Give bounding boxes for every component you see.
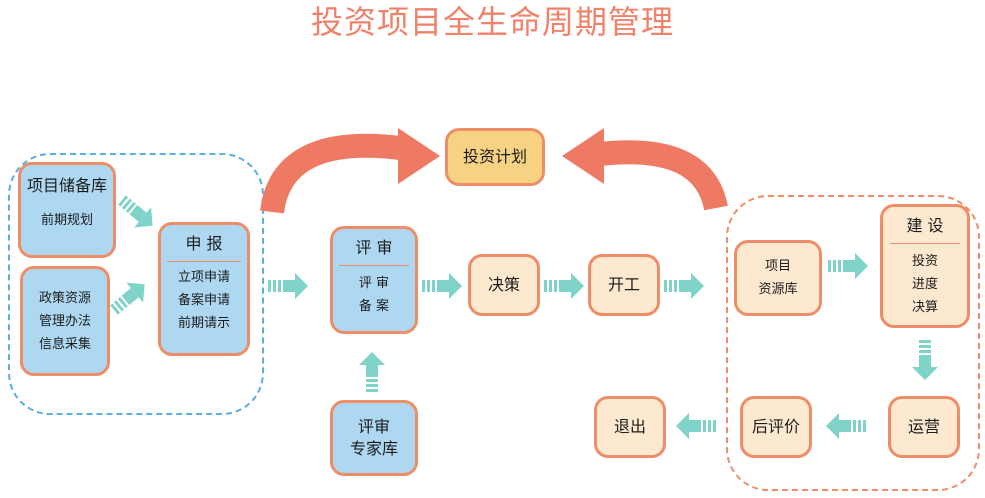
- node-exit: 退出: [594, 396, 666, 458]
- node-construction-line: 进度: [911, 277, 938, 292]
- arrow-review-to-decision: [422, 273, 462, 299]
- big-arrow-left: [260, 133, 402, 214]
- node-post-evaluation-label: 后评价: [751, 417, 800, 436]
- node-review-line: 备 案: [358, 299, 390, 314]
- arrow-expert-to-review: [359, 352, 385, 392]
- big-arrow-right: [598, 140, 728, 211]
- arrow-start-to-resource: [664, 273, 704, 299]
- node-expert-pool: 评审 专家库: [330, 400, 418, 476]
- node-project-resource: 项目 资源库: [734, 240, 822, 316]
- node-resource-line: 资源库: [758, 282, 798, 297]
- node-investment-plan-label: 投资计划: [462, 147, 527, 166]
- node-declare-line: 立项申请: [177, 270, 230, 285]
- node-review-title: 评 审: [355, 238, 393, 257]
- node-review-divider: [339, 265, 409, 266]
- node-policy-line: 政策资源: [38, 290, 91, 306]
- node-post-evaluation: 后评价: [740, 396, 812, 458]
- node-start-construction-label: 开工: [607, 275, 640, 294]
- page-title: 投资项目全生命周期管理: [310, 3, 674, 41]
- big-arrow-left-head: [398, 128, 440, 184]
- arrow-policy-to-declare: [105, 274, 153, 320]
- node-expert-line: 评审: [357, 417, 390, 436]
- arrow-decision-to-start: [544, 273, 584, 299]
- big-arrow-right-head: [562, 128, 604, 184]
- node-operation-label: 运营: [907, 417, 940, 436]
- node-construction-line: 决算: [911, 300, 938, 315]
- node-review-line: 评 审: [358, 276, 390, 291]
- node-construction-divider: [890, 243, 960, 244]
- node-declare-divider: [167, 261, 241, 262]
- arrow-reserve-to-declare: [113, 190, 161, 236]
- arrow-operate-to-posteval: [826, 413, 866, 439]
- node-policy-info: 政策资源 管理办法 信息采集: [20, 266, 110, 376]
- arrow-resource-to-build: [828, 253, 868, 279]
- arrow-posteval-to-exit: [676, 413, 716, 439]
- node-decision-label: 决策: [487, 275, 520, 294]
- node-review: 评 审 评 审 备 案: [330, 226, 418, 334]
- node-construction: 建 设 投资 进度 决算: [880, 204, 970, 328]
- left-group-frame: [8, 153, 264, 415]
- arrow-build-to-operate: [912, 340, 938, 380]
- node-declare: 申 报 立项申请 备案申请 前期请示: [158, 222, 250, 356]
- node-project-reserve-title: 项目储备库: [26, 176, 107, 195]
- node-declare-title: 申 报: [185, 234, 223, 253]
- arrow-declare-to-review: [268, 273, 308, 299]
- node-construction-line: 投资: [911, 254, 938, 269]
- node-policy-line: 管理办法: [38, 313, 91, 329]
- node-resource-line: 项目: [764, 259, 791, 274]
- node-project-reserve-sub: 前期规划: [40, 213, 93, 228]
- node-decision: 决策: [468, 254, 540, 316]
- node-declare-line: 前期请示: [177, 316, 230, 331]
- node-declare-line: 备案申请: [177, 293, 230, 308]
- node-policy-line: 信息采集: [38, 336, 91, 352]
- node-expert-line: 专家库: [349, 439, 398, 458]
- node-construction-title: 建 设: [906, 216, 944, 235]
- node-exit-label: 退出: [613, 417, 646, 436]
- node-investment-plan: 投资计划: [445, 128, 545, 186]
- node-operation: 运营: [888, 396, 960, 458]
- node-project-reserve: 项目储备库 前期规划: [18, 162, 116, 258]
- right-group-frame: [726, 195, 980, 491]
- node-start-construction: 开工: [588, 254, 660, 316]
